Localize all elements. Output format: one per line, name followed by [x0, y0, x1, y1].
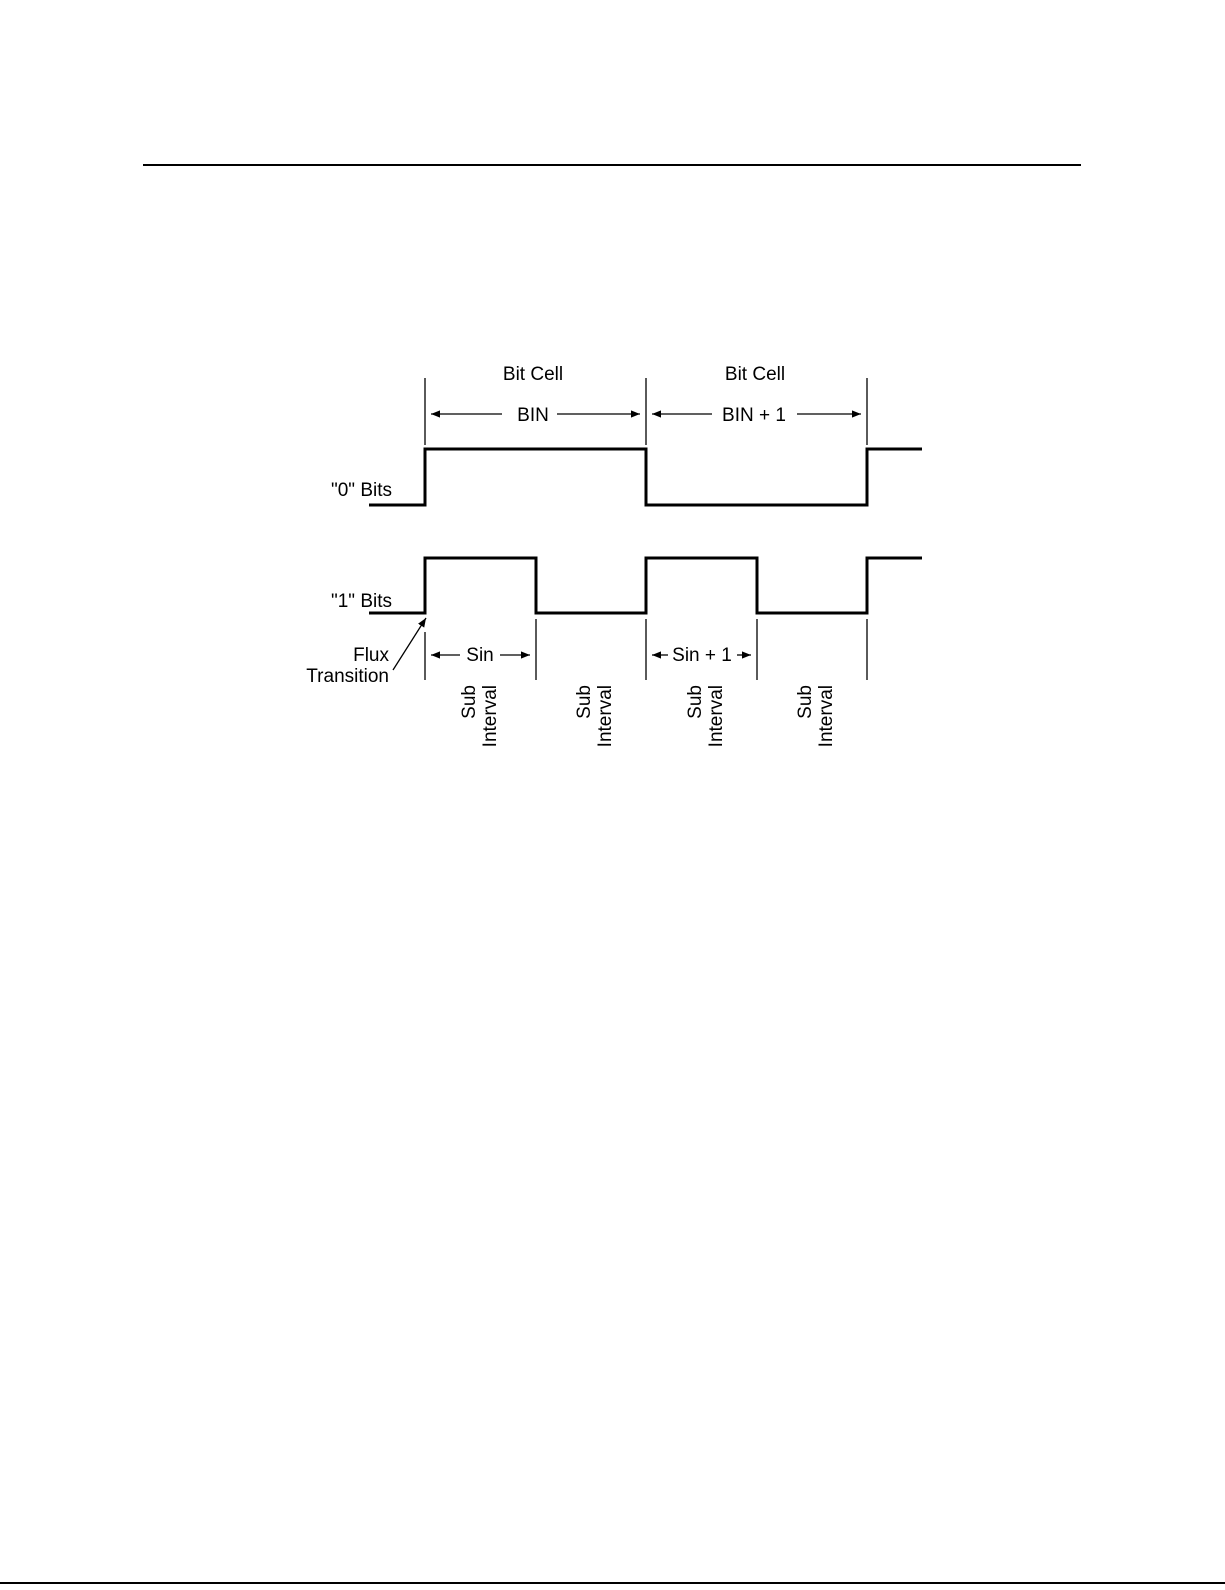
zero-bits-label: "0" Bits [331, 480, 392, 501]
bit-cell-label-1: Bit Cell [503, 364, 563, 385]
sub-interval-2-line1: Sub [574, 685, 595, 719]
bit-cell-label-2: Bit Cell [725, 364, 785, 385]
bin-plus-1-label: BIN + 1 [722, 405, 786, 426]
flux-transition-leader [393, 618, 426, 670]
sub-interval-label-2: Sub Interval [574, 685, 616, 747]
one-bits-waveform [369, 558, 922, 613]
sub-interval-label-3: Sub Interval [685, 685, 727, 747]
sub-interval-4-line2: Interval [816, 685, 837, 747]
transition-label: Transition [306, 666, 389, 687]
sub-interval-3-line2: Interval [706, 685, 727, 747]
sin-plus-1-label: Sin + 1 [672, 645, 732, 666]
sub-interval-1-line2: Interval [480, 685, 501, 747]
flux-label: Flux [353, 645, 389, 666]
one-bits-label: "1" Bits [331, 591, 392, 612]
sin-label: Sin [466, 645, 493, 666]
zero-bits-waveform [369, 449, 922, 505]
sub-interval-1-line1: Sub [459, 685, 480, 719]
sub-interval-4-line1: Sub [795, 685, 816, 719]
sub-interval-label-1: Sub Interval [459, 685, 501, 747]
sub-interval-3-line1: Sub [685, 685, 706, 719]
sub-interval-label-4: Sub Interval [795, 685, 837, 747]
bin-label: BIN [517, 405, 549, 426]
sub-interval-2-line2: Interval [595, 685, 616, 747]
